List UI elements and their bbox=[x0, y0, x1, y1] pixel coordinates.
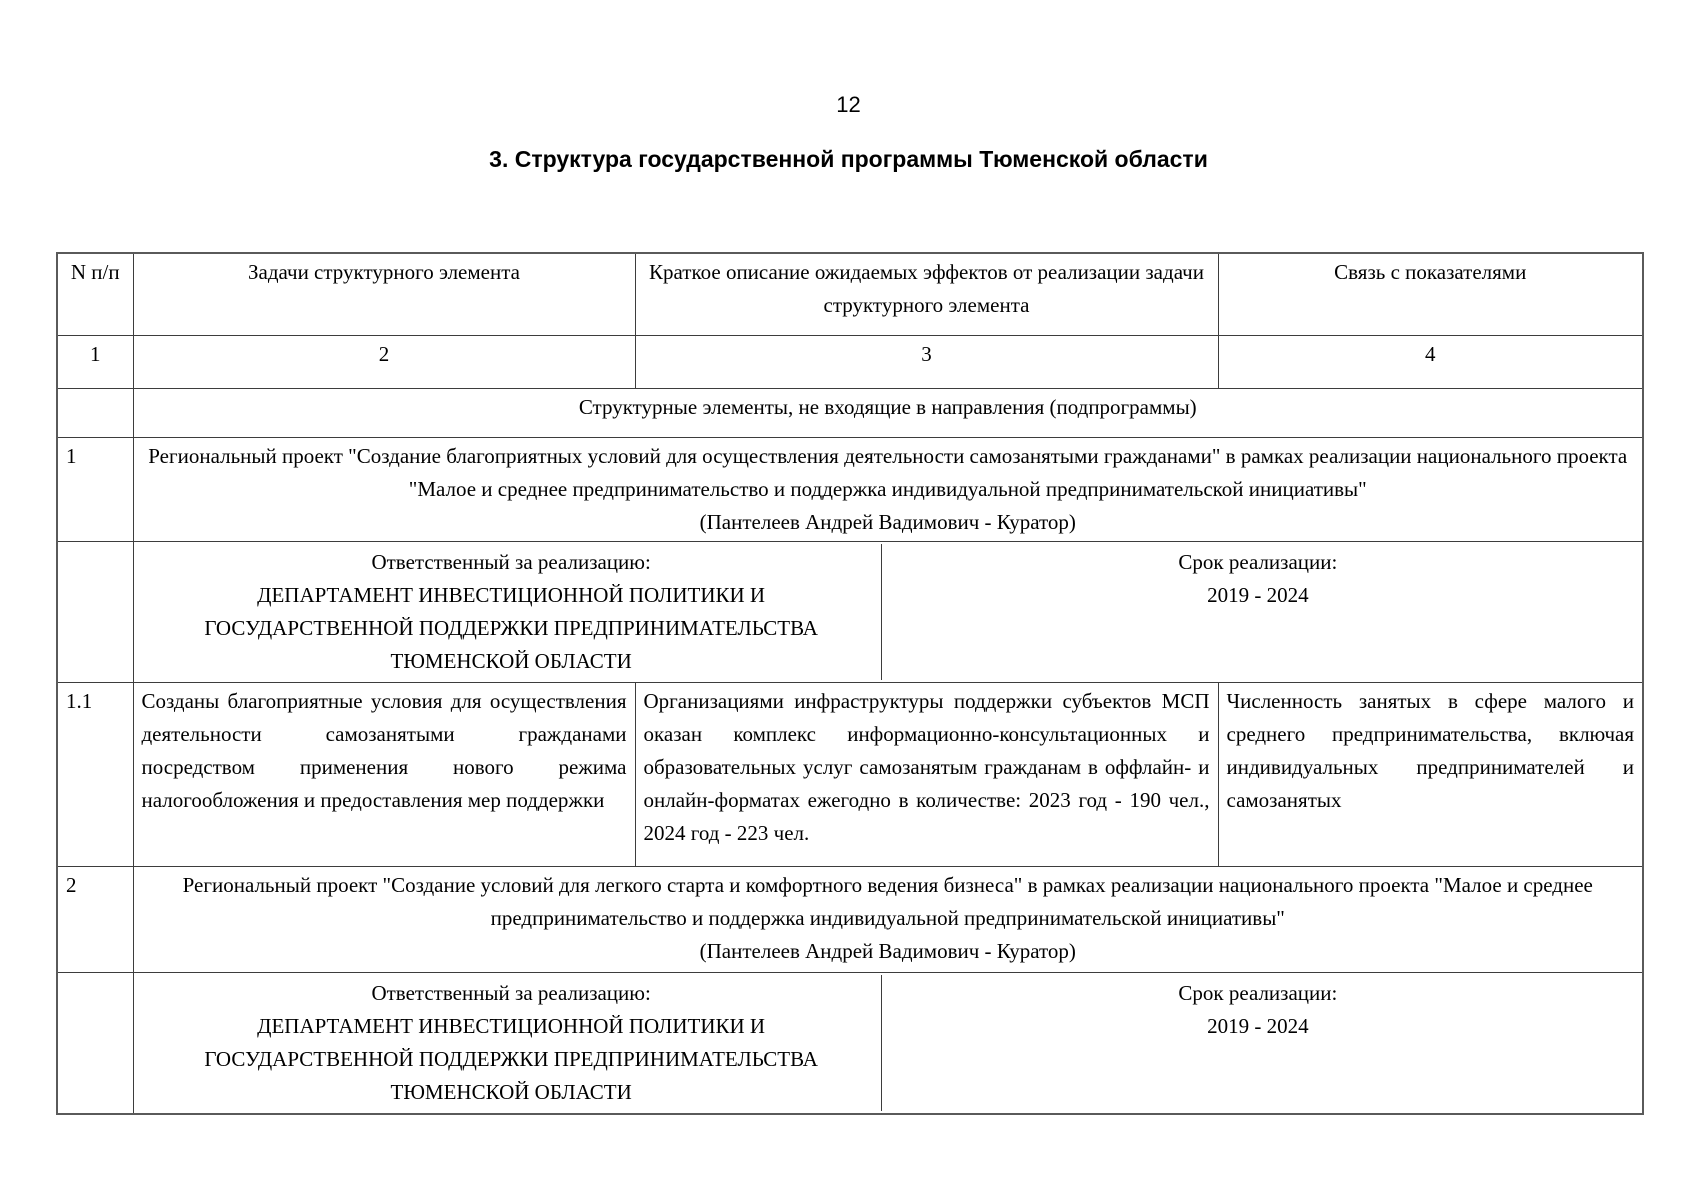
responsible-2-name: ДЕПАРТАМЕНТ ИНВЕСТИЦИОННОЙ ПОЛИТИКИ И ГО… bbox=[204, 1013, 818, 1104]
responsible-1-cell: Ответственный за реализацию: ДЕПАРТАМЕНТ… bbox=[132, 540, 1644, 683]
responsible-2-period-label: Срок реализации: bbox=[1178, 980, 1338, 1005]
project-1-text: Региональный проект "Создание благоприят… bbox=[148, 443, 1628, 501]
task-1-1-num: 1.1 bbox=[56, 681, 134, 867]
page-title: 3. Структура государственной программы Т… bbox=[489, 146, 1208, 172]
section-title: Структурные элементы, не входящие в напр… bbox=[132, 387, 1644, 438]
responsible-1-name: ДЕПАРТАМЕНТ ИНВЕСТИЦИОННОЙ ПОЛИТИКИ И ГО… bbox=[204, 582, 818, 673]
header-cell-indicators: Связь с показателями bbox=[1217, 252, 1644, 336]
column-number-1: 1 bbox=[56, 334, 134, 389]
section-row-empty-cell bbox=[56, 387, 134, 438]
project-2-cell: Региональный проект "Создание условий дл… bbox=[132, 865, 1644, 973]
program-structure-table: N п/п Задачи структурного элемента Кратк… bbox=[56, 252, 1644, 1115]
task-1-1-effect: Организациями инфраструктуры поддержки с… bbox=[634, 681, 1219, 867]
responsible-1-left: Ответственный за реализацию: ДЕПАРТАМЕНТ… bbox=[142, 543, 882, 680]
header-cell-effects: Краткое описание ожидаемых эффектов от р… bbox=[634, 252, 1219, 336]
responsible-2-label: Ответственный за реализацию: bbox=[371, 980, 651, 1005]
project-2-num: 2 bbox=[56, 865, 134, 973]
responsible-2-period: 2019 - 2024 bbox=[1207, 1013, 1309, 1038]
task-1-1-task: Созданы благоприятные условия для осущес… bbox=[132, 681, 636, 867]
responsible-2-right: Срок реализации: 2019 - 2024 bbox=[882, 975, 1634, 1111]
header-cell-tasks: Задачи структурного элемента bbox=[132, 252, 636, 336]
project-2-curator: (Пантелеев Андрей Вадимович - Куратор) bbox=[699, 938, 1076, 963]
section-row: Структурные элементы, не входящие в напр… bbox=[56, 387, 1644, 438]
responsible-1-empty-cell bbox=[56, 540, 134, 683]
task-1-1-row: 1.1 Созданы благоприятные условия для ос… bbox=[56, 681, 1644, 867]
project-2-text: Региональный проект "Создание условий дл… bbox=[182, 872, 1593, 930]
header-cell-num: N п/п bbox=[56, 252, 134, 336]
task-1-1-indicator: Численность занятых в сфере малого и сре… bbox=[1217, 681, 1644, 867]
responsible-2-row: Ответственный за реализацию: ДЕПАРТАМЕНТ… bbox=[56, 971, 1644, 1114]
project-1-num: 1 bbox=[56, 436, 134, 542]
project-1-cell: Региональный проект "Создание благоприят… bbox=[132, 436, 1644, 542]
responsible-1-period-label: Срок реализации: bbox=[1178, 549, 1338, 574]
responsible-2-empty-cell bbox=[56, 971, 134, 1114]
project-1-curator: (Пантелеев Андрей Вадимович - Куратор) bbox=[699, 509, 1076, 534]
responsible-1-label: Ответственный за реализацию: bbox=[371, 549, 651, 574]
column-number-3: 3 bbox=[634, 334, 1219, 389]
project-2-row: 2 Региональный проект "Создание условий … bbox=[56, 865, 1644, 973]
table-header-row: N п/п Задачи структурного элемента Кратк… bbox=[56, 252, 1644, 336]
column-numbers-row: 1 2 3 4 bbox=[56, 334, 1644, 389]
responsible-2-cell: Ответственный за реализацию: ДЕПАРТАМЕНТ… bbox=[132, 971, 1644, 1114]
column-number-4: 4 bbox=[1217, 334, 1644, 389]
responsible-1-right: Срок реализации: 2019 - 2024 bbox=[882, 544, 1634, 680]
page-number: 12 bbox=[836, 92, 861, 117]
responsible-1-period: 2019 - 2024 bbox=[1207, 582, 1309, 607]
column-number-2: 2 bbox=[132, 334, 636, 389]
responsible-1-row: Ответственный за реализацию: ДЕПАРТАМЕНТ… bbox=[56, 540, 1644, 683]
project-1-row: 1 Региональный проект "Создание благопри… bbox=[56, 436, 1644, 542]
responsible-2-left: Ответственный за реализацию: ДЕПАРТАМЕНТ… bbox=[142, 974, 882, 1111]
